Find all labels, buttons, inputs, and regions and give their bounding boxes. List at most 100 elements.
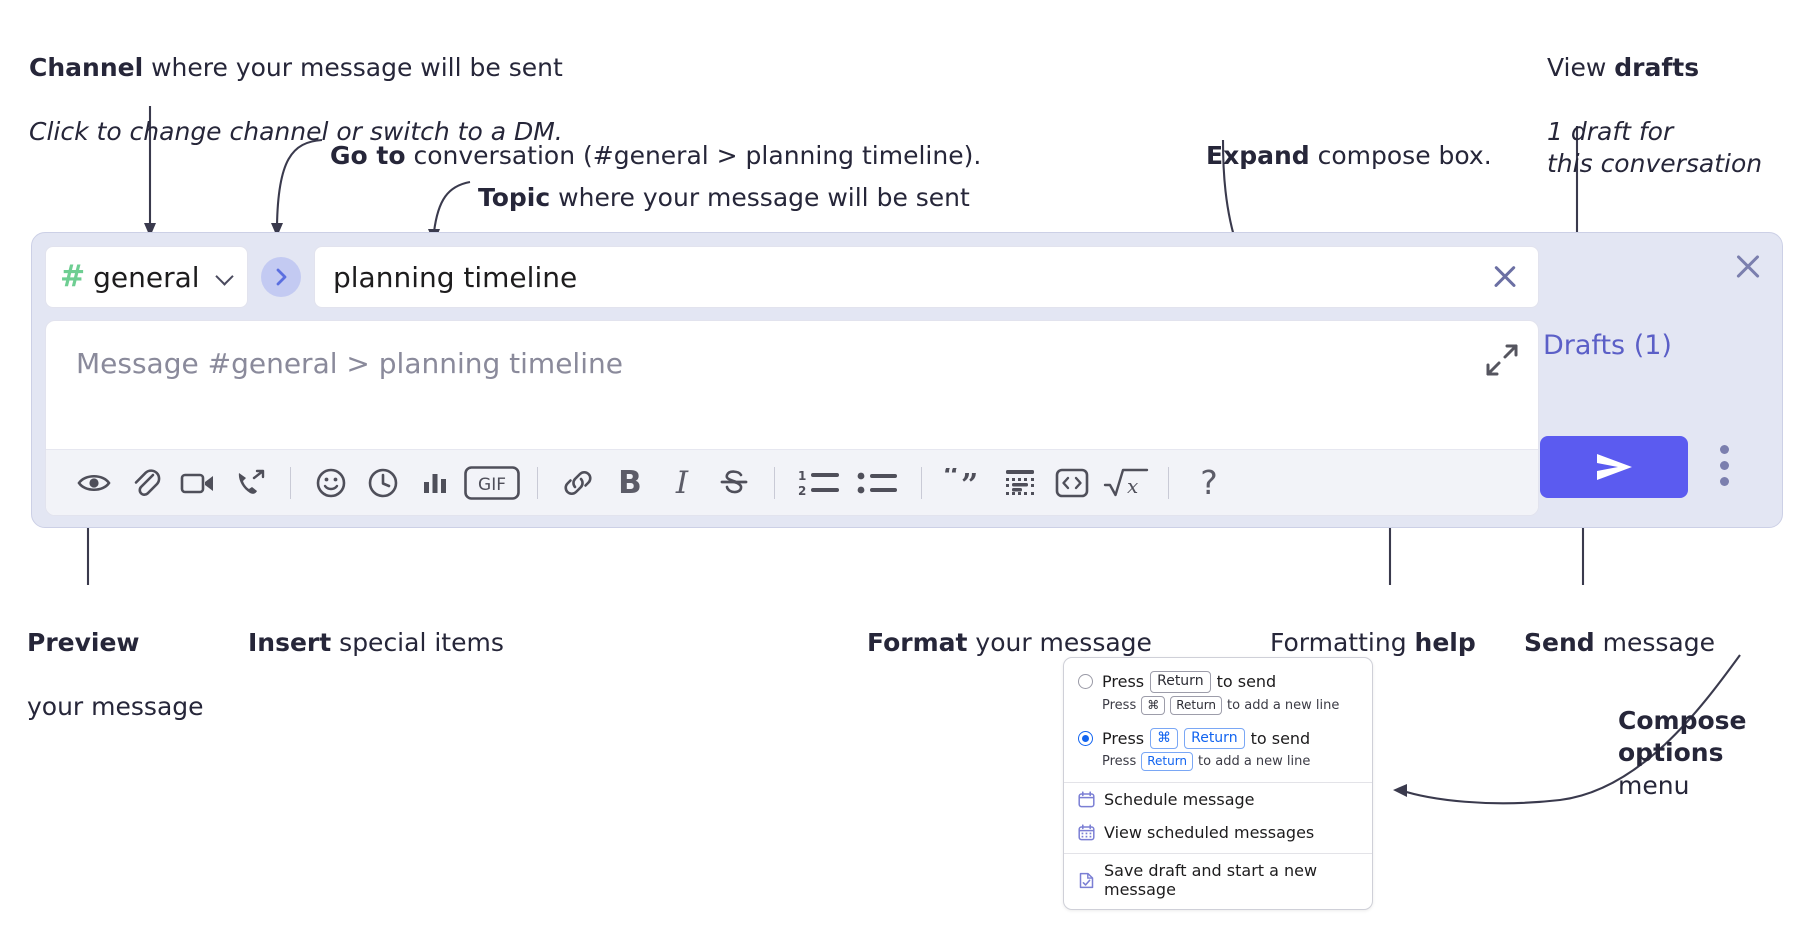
key-return: Return [1141,752,1194,771]
annotation-format-bold: Format [867,628,968,657]
bulleted-list-icon[interactable] [849,460,907,506]
video-icon[interactable] [172,460,224,506]
phone-arrow-icon [238,469,265,494]
annotation-channel: Channel where your message will be sent … [29,20,563,180]
square-root-x-icon: x [1103,468,1149,498]
math-icon[interactable]: x [1098,460,1154,506]
annotation-help: Formatting help [1270,595,1476,659]
toolbar-divider [774,466,775,499]
go-to-conversation-button[interactable] [261,257,301,297]
close-icon[interactable] [1731,250,1765,284]
menu-option-cmd-return[interactable]: Press ⌘ Return to send Press Return to a… [1064,725,1372,771]
kebab-dot [1719,445,1729,454]
annotation-preview: Preview your message [27,595,204,755]
italic-button[interactable]: I [656,460,708,506]
clear-topic-icon[interactable] [1488,260,1522,294]
annotation-drafts-pre: View [1547,53,1615,82]
gif-icon[interactable]: GIF [461,460,523,506]
compose-box: # general planning timeline Message #gen… [31,232,1783,528]
annotation-compose-rest: menu [1618,770,1690,800]
annotation-goto-bold: Go to [330,141,406,170]
bullet-list-icon [857,472,897,493]
code-block-icon [1006,469,1034,495]
expand-icon[interactable] [1485,343,1519,377]
option-cmd-pre: Press [1102,728,1145,748]
bar-chart-icon [424,473,446,493]
huddle-icon[interactable] [224,460,276,506]
annotation-goto: Go to conversation (#general > planning … [330,108,981,172]
bold-button[interactable]: B [604,460,656,506]
poll-icon[interactable] [409,460,461,506]
italic-label: I [675,464,689,501]
emoji-icon[interactable] [305,460,357,506]
annotation-insert-rest: special items [331,628,504,657]
topic-field[interactable]: planning timeline [314,246,1539,308]
blockquote-icon[interactable]: “ ” [936,460,994,506]
ordered-list-icon[interactable]: 1 2 [789,460,849,506]
eye-icon [77,474,111,491]
menu-option-return[interactable]: Press Return to send Press ⌘ Return to a… [1064,668,1372,715]
option-cmd-sub-pre: Press [1102,754,1137,769]
option-cmd-post: to send [1250,728,1311,748]
toolbar-divider [537,466,538,499]
help-button[interactable]: ? [1183,460,1235,506]
radio-return-to-send[interactable] [1078,674,1093,690]
menu-item-label: View scheduled messages [1104,823,1315,842]
code-icon[interactable] [1046,460,1098,506]
option-cmd-sub-post: to add a new line [1198,754,1311,769]
annotation-send: Send message [1524,595,1715,659]
reminder-icon[interactable] [357,460,409,506]
menu-divider [1064,782,1372,783]
annotation-preview-rest: your message [27,692,204,721]
channel-selector[interactable]: # general [45,246,248,308]
annotation-topic-bold: Topic [478,183,551,212]
option-cmd-sub: Press Return to add a new line [1064,749,1372,771]
annotation-drafts-italic: 1 draft for this conversation [1547,117,1763,178]
option-return-sub-post: to add a new line [1227,697,1340,713]
preview-icon[interactable] [68,460,120,506]
svg-text:2: 2 [798,484,806,498]
kebab-dot [1719,477,1729,486]
option-return-sub-pre: Press [1102,697,1137,713]
menu-divider [1064,853,1372,854]
svg-text:x: x [1127,474,1138,498]
annotation-send-bold: Send [1524,628,1595,657]
link-icon[interactable] [552,460,604,506]
annotation-format-rest: your message [967,628,1152,657]
compose-main-column: # general planning timeline Message #gen… [45,246,1539,516]
compose-options-button[interactable] [1713,445,1735,491]
svg-text:1: 1 [798,469,806,483]
numbered-list-icon: 1 2 [798,469,839,498]
annotation-drafts: View drafts 1 draft for this conversatio… [1547,20,1762,212]
calendar-grid-icon [1078,824,1095,841]
inline-code-icon [1055,468,1089,497]
attachment-icon[interactable] [120,460,172,506]
svg-text:GIF: GIF [478,475,506,495]
menu-item-schedule-message[interactable]: Schedule message [1064,783,1372,816]
chevron-down-icon [217,269,233,285]
option-return-post: to send [1216,672,1277,692]
annotation-topic-rest: where your message will be sent [550,183,970,212]
drafts-link[interactable]: Drafts (1) [1543,330,1672,361]
smiley-icon [316,468,346,497]
annotation-channel-italic: Click to change channel or switch to a D… [29,117,563,146]
menu-item-save-draft[interactable]: Save draft and start a new message [1064,854,1372,909]
strikethrough-icon [720,469,748,493]
key-return: Return [1150,671,1211,693]
message-input-card: Message #general > planning timeline [45,320,1539,516]
annotation-compose-bold: Compose options [1618,705,1747,768]
option-cmd-main: Press ⌘ Return to send [1102,727,1311,749]
compose-options-menu: Press Return to send Press ⌘ Return to a… [1063,657,1373,910]
radio-cmd-return-to-send[interactable] [1078,730,1093,746]
chevron-right-icon [276,268,287,286]
strikethrough-icon[interactable] [708,460,760,506]
menu-item-view-scheduled[interactable]: View scheduled messages [1064,816,1372,849]
annotation-help-pre: Formatting [1270,628,1415,657]
message-input[interactable]: Message #general > planning timeline [76,347,623,380]
compose-right-pane: Drafts (1) [1520,233,1782,527]
annotation-insert: Insert special items [248,595,504,659]
toolbar-divider [921,466,922,499]
code-block-icon[interactable] [994,460,1046,506]
send-button[interactable] [1540,436,1688,498]
